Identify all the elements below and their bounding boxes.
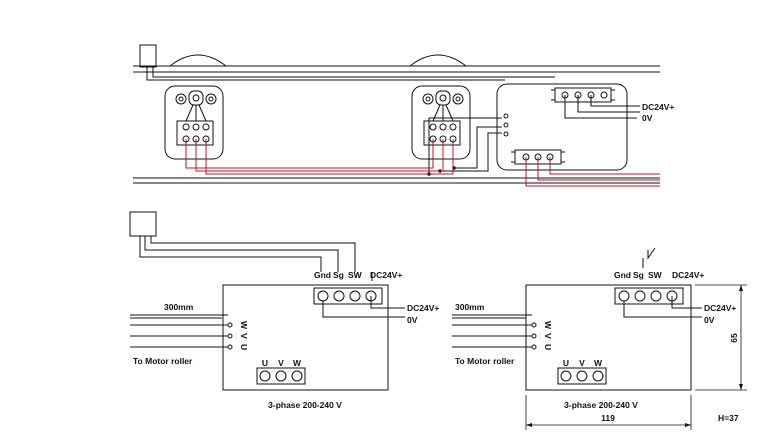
left-sensor-wire-3 <box>150 236 356 272</box>
right-switch-symbol <box>647 247 656 260</box>
right-phase-v: V <box>543 333 553 339</box>
dimension-lines: 119 65 H=37 <box>525 284 747 430</box>
left-sg-label: Sg <box>333 270 344 280</box>
dc24v-wire <box>590 95 640 107</box>
left-dc24v-label: DC24V+ <box>407 303 439 313</box>
left-sw-label: SW <box>348 270 363 280</box>
right-0v-wire <box>623 301 702 318</box>
right-driver-diagram: Gnd Sg SW DC24V+ DC24V+ 0V 300mm W V U T… <box>452 247 736 410</box>
left-phase-u: U <box>239 344 249 350</box>
right-gnd-label: Gnd <box>614 270 631 280</box>
left-driver-box <box>222 284 389 391</box>
controller-box <box>496 83 628 171</box>
width-dimension-label: 119 <box>601 413 615 423</box>
right-sw-label: SW <box>648 270 663 280</box>
right-v-terminal-label: V <box>579 358 585 368</box>
left-v-terminal-label: V <box>278 358 284 368</box>
zero-v-wire <box>577 95 640 113</box>
sensor-switch-box <box>139 44 157 68</box>
left-sensor-box <box>129 211 157 237</box>
left-dc24v-wire <box>370 296 405 309</box>
right-supply-label: 3-phase 200-240 V <box>564 400 638 410</box>
left-0v-label: 0V <box>407 315 418 325</box>
left-supply-label: 3-phase 200-240 V <box>268 400 342 410</box>
left-dc24v-terminal-label: DC24V+ <box>370 270 402 280</box>
left-motor-label: To Motor roller <box>133 356 193 366</box>
right-motor-label: To Motor roller <box>455 356 515 366</box>
right-u-terminal-label: U <box>563 358 569 368</box>
zero-v-wire-2 <box>564 95 637 119</box>
signal-wire-2 <box>454 126 502 169</box>
roller-left <box>169 54 227 67</box>
left-phase-v: V <box>239 333 249 339</box>
right-phase-u: U <box>543 344 553 350</box>
left-phase-w: W <box>239 321 249 330</box>
right-signal-terminal-block <box>614 287 684 305</box>
left-driver-diagram: Gnd Sg SW DC24V+ DC24V+ 0V 300mm W V U T… <box>129 211 439 410</box>
right-dc24v-wire <box>671 296 702 309</box>
left-w-terminal-label: W <box>293 358 302 368</box>
left-gnd-label: Gnd <box>314 270 331 280</box>
top-dc24v-label: DC24V+ <box>642 102 674 112</box>
conveyor-rails-bottom <box>133 177 660 184</box>
switch-cable <box>146 67 505 81</box>
right-driver-box <box>525 284 692 391</box>
right-w-terminal-label: W <box>594 358 603 368</box>
right-dc24v-terminal-label: DC24V+ <box>672 270 704 280</box>
right-cable-length: 300mm <box>455 302 485 312</box>
motor-wires <box>185 139 660 187</box>
left-power-terminal-block <box>256 367 306 385</box>
left-sensor-wire-1 <box>139 236 322 272</box>
motor-bracket-right <box>411 85 471 160</box>
left-sensor-wire-2 <box>144 236 339 272</box>
top-assembly: DC24V+ 0V <box>133 44 674 187</box>
left-0v-wire <box>322 301 405 318</box>
height-dimension-label: 65 <box>729 333 739 343</box>
left-cable-length: 300mm <box>164 302 194 312</box>
signal-wire-3 <box>440 132 502 172</box>
right-dc24v-label: DC24V+ <box>704 303 736 313</box>
right-phase-w: W <box>543 321 553 330</box>
right-0v-label: 0V <box>704 315 715 325</box>
depth-dimension-label: H=37 <box>718 413 739 423</box>
top-0v-label: 0V <box>642 113 653 123</box>
conveyor-rails-top <box>133 65 660 73</box>
signal-wire-1 <box>428 117 502 174</box>
switch-cable-2 <box>152 67 555 78</box>
left-signal-terminal-block <box>313 287 383 305</box>
right-power-terminal-block <box>557 367 607 385</box>
roller-right <box>409 54 467 67</box>
left-u-terminal-label: U <box>262 358 268 368</box>
motor-bracket-left <box>164 85 224 160</box>
right-sg-label: Sg <box>633 270 644 280</box>
